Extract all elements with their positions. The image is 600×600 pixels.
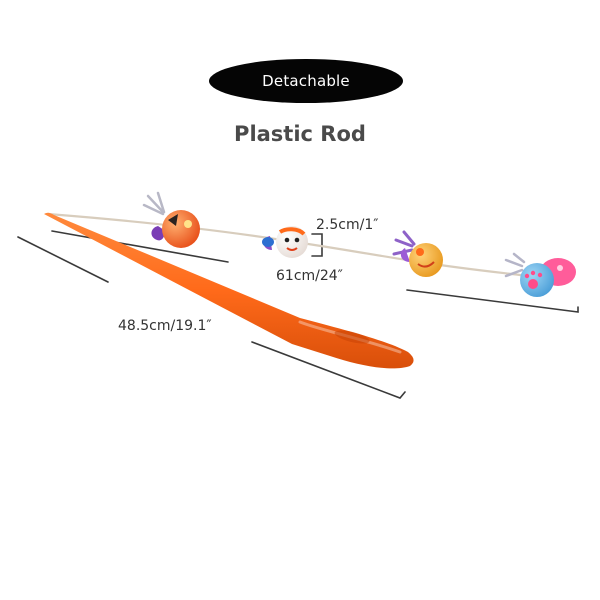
string-measure-line-right	[406, 289, 579, 313]
rod-measure-line-left	[17, 236, 109, 283]
detachable-badge: Detachable	[209, 59, 403, 103]
toy-ball-orange	[142, 191, 200, 248]
rod-measure-line-right	[251, 341, 406, 399]
rod-length-label: 48.5cm/19.1″	[118, 318, 212, 334]
badge-label: Detachable	[262, 72, 350, 90]
string-length-label: 61cm/24″	[276, 268, 343, 284]
toy-ball-yellow	[392, 230, 443, 277]
ball-size-bracket	[311, 233, 323, 257]
toy-ball-white	[262, 226, 308, 258]
plastic-rod	[44, 212, 414, 369]
string-measure-line-left	[51, 230, 229, 263]
toy-ball-blue	[504, 252, 576, 297]
product-title: Plastic Rod	[234, 122, 366, 146]
ball-diameter-label: 2.5cm/1″	[316, 217, 379, 233]
measure-lines	[17, 230, 579, 399]
